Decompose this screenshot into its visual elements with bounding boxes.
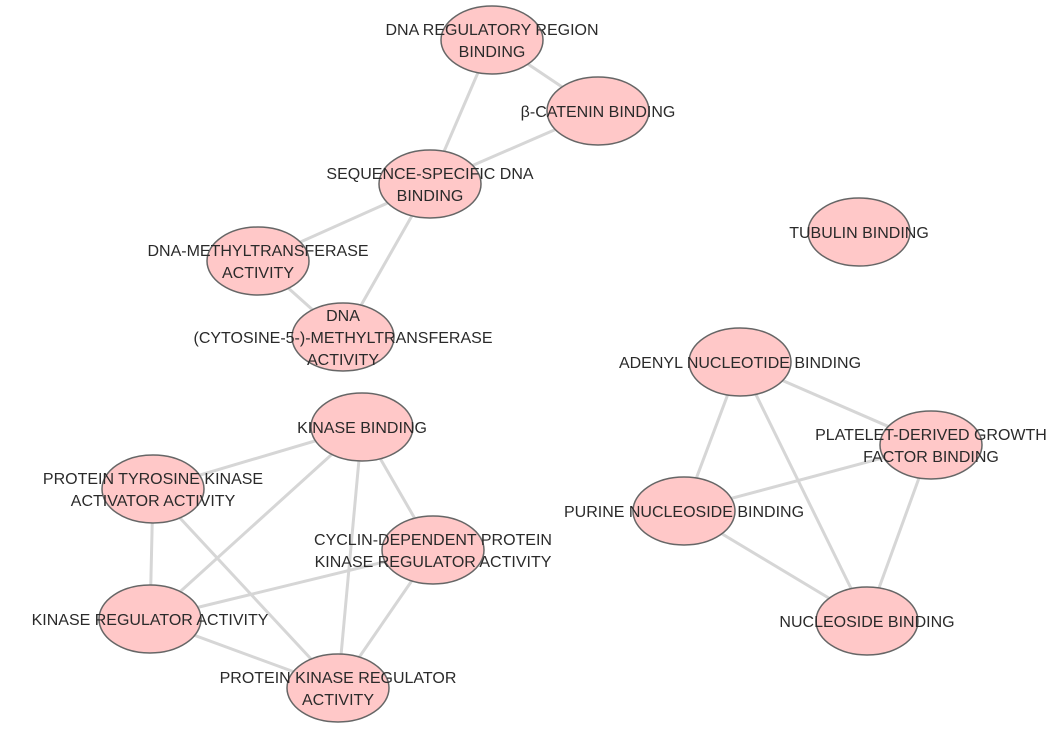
node-purine-nucleoside-binding[interactable]: PURINE NUCLEOSIDE BINDING xyxy=(564,476,804,546)
node-cyclin-dependent-protein-kinase-regulator-activity[interactable]: CYCLIN-DEPENDENT PROTEIN KINASE REGULATOR… xyxy=(314,515,552,585)
node-label: SEQUENCE-SPECIFIC DNA xyxy=(326,166,533,183)
node-ellipse[interactable] xyxy=(815,586,919,656)
node-label: ACTIVITY xyxy=(222,265,294,282)
node-label: ACTIVITY xyxy=(307,352,379,369)
node-ellipse[interactable] xyxy=(286,653,390,723)
node-protein-tyrosine-kinase-activator-activity[interactable]: PROTEIN TYROSINE KINASE ACTIVATOR ACTIVIT… xyxy=(43,454,263,524)
node-dna-methyltransferase-activity[interactable]: DNA-METHYLTRANSFERASE ACTIVITY xyxy=(147,226,369,296)
node-sequence-specific-dna-binding[interactable]: SEQUENCE-SPECIFIC DNA BINDING xyxy=(326,149,534,219)
node-ellipse[interactable] xyxy=(440,5,544,75)
node-label: KINASE REGULATOR ACTIVITY xyxy=(315,554,552,571)
node-label: DNA REGULATORY REGION xyxy=(385,22,598,39)
node-dna-regulatory-region-binding[interactable]: DNA REGULATORY REGION BINDING xyxy=(385,5,599,75)
node-ellipse[interactable] xyxy=(688,327,792,397)
node-ellipse[interactable] xyxy=(546,76,650,146)
node-tubulin-binding[interactable]: TUBULIN BINDING xyxy=(789,197,929,267)
node-label: NUCLEOSIDE BINDING xyxy=(779,614,954,631)
edge-protein-tyrosine-kinase-activator-activity-to-protein-kinase-regulator-activity xyxy=(151,487,340,690)
node-label: (CYTOSINE-5-)-METHYLTRANSFERASE xyxy=(194,330,493,347)
node-ellipse[interactable] xyxy=(206,226,310,296)
node-label: ADENYL NUCLEOTIDE BINDING xyxy=(619,355,861,372)
node-ellipse[interactable] xyxy=(879,410,983,480)
node-ellipse[interactable] xyxy=(381,515,485,585)
edge-kinase-binding-to-protein-kinase-regulator-activity xyxy=(336,425,364,690)
node-label: ACTIVATOR ACTIVITY xyxy=(71,493,236,510)
node-kinase-regulator-activity[interactable]: KINASE REGULATOR ACTIVITY xyxy=(32,584,269,654)
node-beta-catenin-binding[interactable]: β-CATENIN BINDING xyxy=(521,76,676,146)
node-platelet-derived-growth-factor-binding[interactable]: PLATELET-DERIVED GROWTH FACTOR BINDING xyxy=(815,410,1047,480)
node-label: TUBULIN BINDING xyxy=(789,225,929,242)
node-ellipse[interactable] xyxy=(101,454,205,524)
edge-adenyl-nucleotide-binding-to-nucleoside-binding xyxy=(738,360,869,623)
node-layer: DNA REGULATORY REGION BINDING β-CATENIN BI… xyxy=(32,5,1047,723)
node-label: DNA xyxy=(326,308,360,325)
node-label: ACTIVITY xyxy=(302,692,374,709)
node-ellipse[interactable] xyxy=(632,476,736,546)
node-kinase-binding[interactable]: KINASE BINDING xyxy=(297,392,427,462)
node-label: KINASE BINDING xyxy=(297,420,427,437)
edge-kinase-binding-to-kinase-regulator-activity xyxy=(148,425,364,621)
node-label: PROTEIN KINASE REGULATOR xyxy=(220,670,457,687)
node-ellipse[interactable] xyxy=(807,197,911,267)
node-protein-kinase-regulator-activity[interactable]: PROTEIN KINASE REGULATOR ACTIVITY xyxy=(220,653,457,723)
node-label: β-CATENIN BINDING xyxy=(521,104,676,121)
node-ellipse[interactable] xyxy=(378,149,482,219)
node-nucleoside-binding[interactable]: NUCLEOSIDE BINDING xyxy=(779,586,955,656)
node-ellipse[interactable] xyxy=(291,302,395,372)
node-label: PROTEIN TYROSINE KINASE xyxy=(43,471,263,488)
node-label: PURINE NUCLEOSIDE BINDING xyxy=(564,504,804,521)
node-ellipse[interactable] xyxy=(310,392,414,462)
node-label: KINASE REGULATOR ACTIVITY xyxy=(32,612,269,629)
node-label: CYCLIN-DEPENDENT PROTEIN xyxy=(314,532,552,549)
node-label: FACTOR BINDING xyxy=(863,449,999,466)
node-adenyl-nucleotide-binding[interactable]: ADENYL NUCLEOTIDE BINDING xyxy=(619,327,861,397)
node-ellipse[interactable] xyxy=(98,584,202,654)
node-label: BINDING xyxy=(397,188,464,205)
node-label: BINDING xyxy=(459,44,526,61)
node-dna-cytosine-5-methyltransferase-activity[interactable]: DNA (CYTOSINE-5-)-METHYLTRANSFERASE ACTIVI… xyxy=(194,302,493,372)
node-label: PLATELET-DERIVED GROWTH xyxy=(815,427,1047,444)
node-label: DNA-METHYLTRANSFERASE xyxy=(147,243,368,260)
